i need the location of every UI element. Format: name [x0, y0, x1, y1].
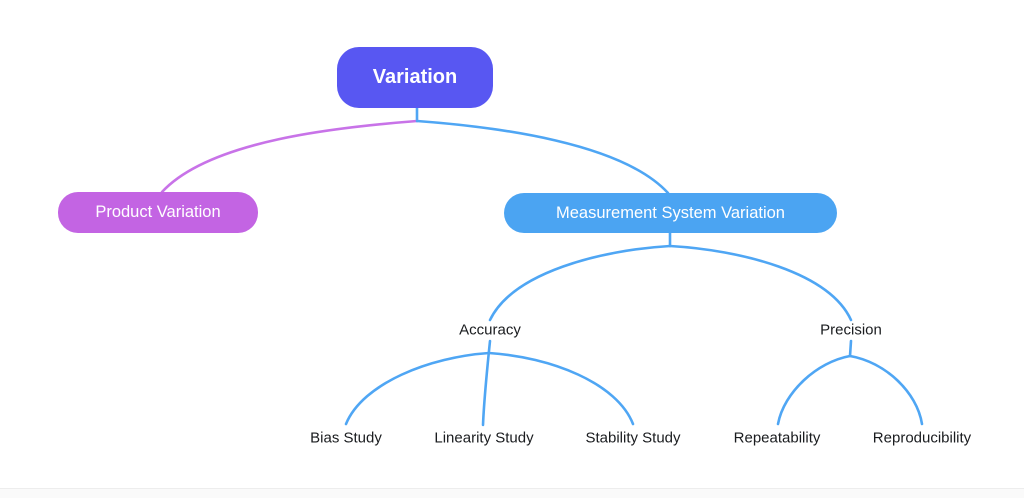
node-product-variation-label: Product Variation: [95, 203, 221, 221]
node-measurement-system-variation-label: Measurement System Variation: [556, 203, 785, 222]
node-variation-label: Variation: [372, 66, 458, 88]
node-measurement-system-variation[interactable]: Measurement System Variation: [504, 193, 837, 233]
node-precision[interactable]: Precision: [820, 321, 882, 339]
edge-precision-reproducibility: [848, 354, 924, 426]
node-accuracy[interactable]: Accuracy: [459, 321, 521, 339]
edge-accuracy-stability-study: [487, 351, 635, 426]
edge-msv-accuracy: [488, 244, 672, 322]
node-linearity-study[interactable]: Linearity Study: [434, 429, 534, 447]
node-variation[interactable]: Variation: [337, 47, 493, 108]
edge-variation-measurement-system-variation: [415, 119, 670, 195]
node-product-variation[interactable]: Product Variation: [58, 192, 258, 233]
node-reproducibility[interactable]: Reproducibility: [872, 429, 972, 447]
edge-accuracy-linearity-study: [481, 339, 492, 427]
node-bias-study[interactable]: Bias Study: [310, 429, 382, 447]
edge-msv-precision: [668, 244, 853, 322]
edge-variation-product-variation: [160, 119, 419, 194]
edge-precision-repeatability: [776, 354, 852, 426]
edge-accuracy-bias-study: [344, 351, 491, 426]
node-repeatability[interactable]: Repeatability: [733, 429, 821, 447]
canvas-bottom-edge: [0, 488, 1024, 498]
edge-precision-stem: [848, 339, 853, 358]
node-stability-study[interactable]: Stability Study: [585, 429, 681, 447]
